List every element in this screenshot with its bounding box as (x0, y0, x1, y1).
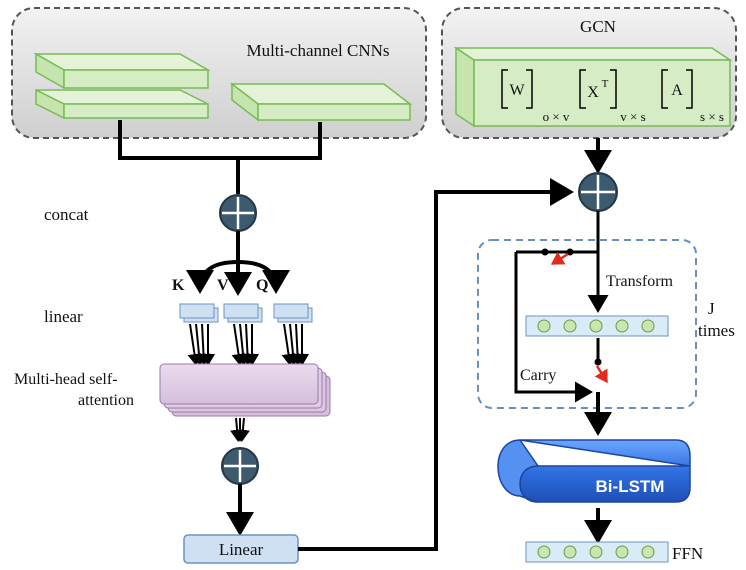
mhsa-label-line2: attention (78, 392, 134, 409)
gcn-matrix-x-dim: v × s (620, 109, 645, 124)
gcn-matrix-w (501, 69, 533, 109)
concat-label: concat (44, 205, 89, 224)
bilstm-block: Bi-LSTM (497, 439, 691, 503)
gcn-matrix-a-label: A (671, 82, 683, 99)
gcn-matrix-x (579, 69, 617, 109)
key-label: K (172, 277, 185, 294)
transform-gate-dot (594, 358, 602, 366)
carry-gate-dot (541, 248, 549, 256)
linear-projection-k (179, 303, 219, 323)
gcn-matrix-x-label: X (587, 84, 599, 101)
cnn-to-concat-lines (118, 120, 322, 194)
gcn-title: GCN (580, 17, 616, 36)
gcn-block (453, 46, 733, 128)
transform-switch-arrow (594, 365, 609, 384)
gcn-matrix-a (661, 69, 693, 109)
concat-node-icon (219, 194, 257, 232)
cnn-layer-icon (229, 82, 413, 122)
gcn-matrix-a-dim: s × s (700, 109, 724, 124)
transform-vector (525, 315, 669, 337)
gcn-matrix-w-dim: o × v (543, 109, 570, 124)
multihead-arrows (187, 323, 309, 366)
gcn-matrix-w-label: W (509, 82, 525, 99)
gcn-matrix-x-transpose: T (602, 78, 609, 90)
ffn-label: FFN (672, 544, 703, 563)
self-attention-block (159, 363, 331, 417)
highway-repeat-box (477, 239, 697, 409)
carry-label: Carry (520, 367, 556, 384)
linear-box-label: Linear (219, 540, 264, 559)
bilstm-label: Bi-LSTM (596, 477, 665, 496)
query-label: Q (256, 277, 268, 294)
cnn-title: Multi-channel CNNs (246, 41, 389, 60)
linear-projection-v (223, 303, 263, 323)
linear-box: Linear (183, 534, 299, 564)
j-times-label-line2: times (698, 321, 735, 340)
mhsa-label-line1: Multi-head self- (14, 371, 118, 388)
value-label: V (217, 277, 229, 294)
cnn-layer-stack-icon (33, 52, 211, 120)
split-dot (566, 248, 574, 256)
linear-to-merge-connector (298, 178, 574, 551)
kvq-branches (186, 231, 290, 296)
attention-to-add-arrows (230, 417, 250, 442)
j-times-label-line1: J (708, 299, 715, 318)
merge-node-icon (578, 172, 618, 212)
linear-label: linear (44, 307, 83, 326)
add-node-icon (221, 447, 259, 485)
carry-switch-arrow (550, 251, 569, 266)
linear-projection-q (273, 303, 313, 323)
transform-label: Transform (606, 273, 674, 290)
ffn-vector (525, 541, 669, 563)
